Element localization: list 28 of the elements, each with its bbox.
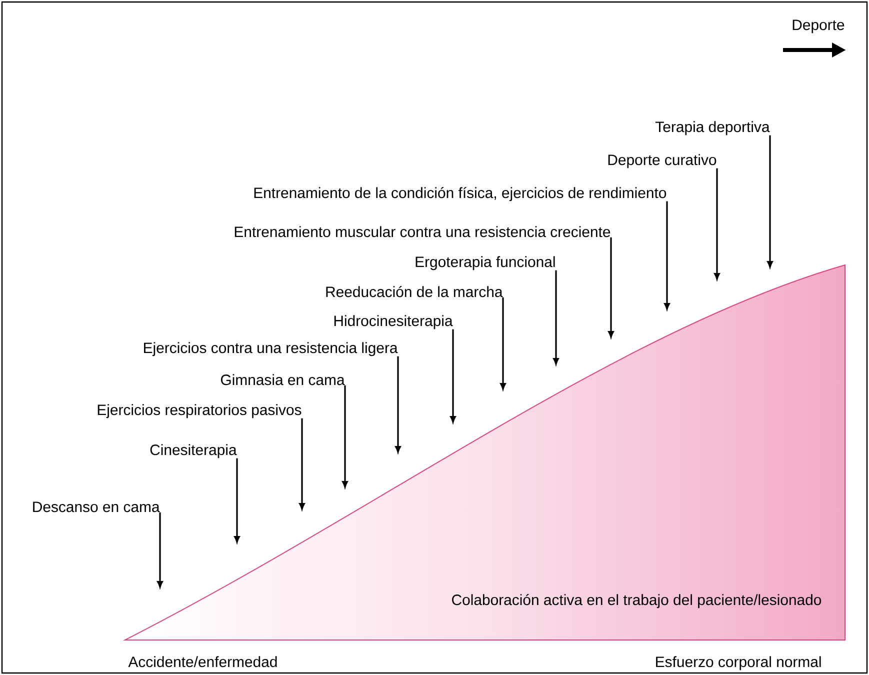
arrow [664, 201, 670, 310]
stage-label: Reeducación de la marcha [326, 286, 503, 298]
axis-label: Esfuerzo corporal normal [656, 656, 821, 670]
axis-label: Accidente/enfermedad [128, 656, 277, 668]
arrow [395, 356, 401, 453]
axis-label: Deporte [792, 20, 844, 34]
stage-label: Cinesiterapia [150, 444, 237, 458]
stage-label: Hidrocinesiterapia [334, 315, 453, 330]
arrow [342, 385, 348, 488]
arrow [299, 418, 305, 510]
stage-label: Descanso en cama [33, 502, 160, 512]
arrow [234, 458, 240, 543]
stage-label: Deporte curativo [608, 154, 716, 168]
stage-label: Ejercicios contra una resistencia ligera [144, 342, 398, 356]
stage-label: Terapia deportiva [656, 121, 770, 136]
stage-label: Entrenamiento muscular contra una resistencia creciente [234, 226, 610, 238]
axis-label: Colaboración activa en el trabajo del paciente/lesionado [452, 594, 822, 608]
arrow [553, 270, 559, 365]
arrow [450, 329, 456, 423]
arrow [157, 512, 163, 588]
arrow [714, 168, 720, 280]
stage-label: Gimnasia en cama [220, 374, 345, 386]
stage-label: Ejercicios respiratorios pasivos [98, 404, 302, 418]
arrow [767, 135, 773, 268]
arrow [608, 237, 614, 338]
stage-label: Entrenamiento de la condición física, ejercicios de rendimiento [254, 187, 666, 202]
arrow [500, 297, 506, 390]
stage-label: Ergoterapia funcional [416, 256, 555, 270]
